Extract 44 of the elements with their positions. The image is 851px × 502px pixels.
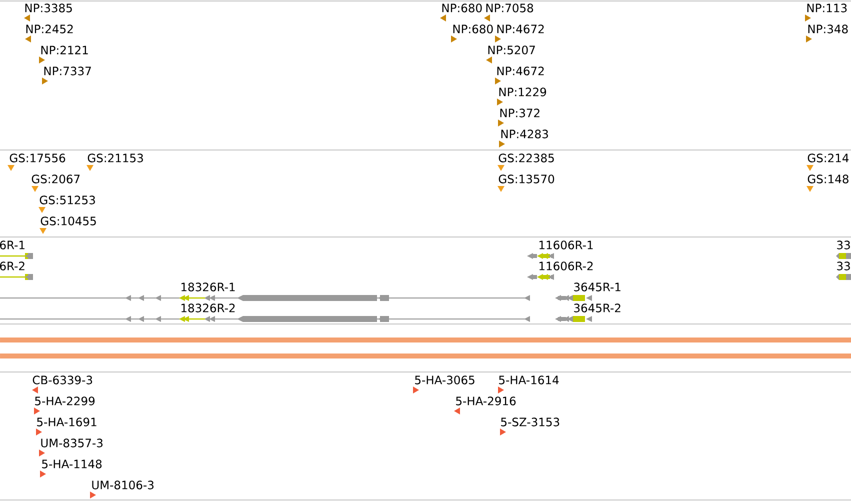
feature-label: NP:7058 [486, 4, 534, 12]
feature-label: 11606R-2 [539, 262, 593, 270]
feature-label: GS:13570 [498, 174, 554, 184]
feature-label: NP:2452 [26, 24, 73, 34]
feature-label: GS:2067 [32, 174, 80, 184]
feature-label: NP:1229 [499, 88, 546, 96]
feature-label: GS:21153 [88, 154, 143, 162]
feature-label: 5-HA-3065 [415, 376, 474, 384]
feature-label: 5-HA-1691 [37, 418, 96, 426]
feature-label: 5-HA-1614 [499, 376, 559, 384]
feature-label: GS:10455 [40, 216, 96, 226]
feature-label: 33 [837, 240, 850, 250]
feature-label: NP:680 [453, 24, 493, 34]
feature-label: 5-HA-2299 [35, 396, 95, 406]
feature-label: 5-HA-2916 [456, 396, 516, 406]
feature-label: 3645R-2 [574, 304, 620, 312]
feature-label: 5-SZ-3153 [501, 418, 560, 426]
feature-label: NP:5207 [488, 46, 535, 54]
feature-label: 18326R-1 [181, 282, 235, 292]
feature-label: 11606R-1 [539, 240, 593, 250]
feature-label: NP:4283 [501, 130, 548, 138]
feature-label: NP:7337 [44, 66, 91, 76]
feature-label: NP:680 [442, 4, 482, 12]
feature-label: NP:3385 [25, 4, 72, 12]
feature-label: GS:51253 [40, 196, 95, 204]
feature-label: 6R-2 [0, 262, 24, 270]
feature-label: 3645R-1 [574, 282, 620, 292]
feature-label: GS:22385 [498, 154, 554, 162]
feature-label: NP:4672 [497, 66, 544, 76]
feature-label: 18326R-2 [181, 304, 235, 312]
feature-label: GS:214 [808, 154, 849, 162]
feature-label: 33 [837, 262, 850, 270]
feature-label: NP:4672 [497, 24, 544, 34]
feature-label: GS:17556 [10, 154, 66, 162]
feature-label: NP:348 [808, 24, 848, 34]
feature-label: NP:372 [500, 108, 540, 118]
feature-label: 5-HA-1148 [42, 460, 102, 468]
feature-label: UM-8106-3 [92, 480, 154, 490]
feature-label: NP:113 [807, 4, 847, 12]
feature-label: GS:148 [808, 174, 848, 184]
feature-label: UM-8357-3 [41, 438, 102, 448]
feature-label: 6R-1 [0, 240, 24, 250]
feature-label: NP:2121 [41, 46, 88, 54]
feature-label: CB-6339-3 [32, 376, 92, 384]
